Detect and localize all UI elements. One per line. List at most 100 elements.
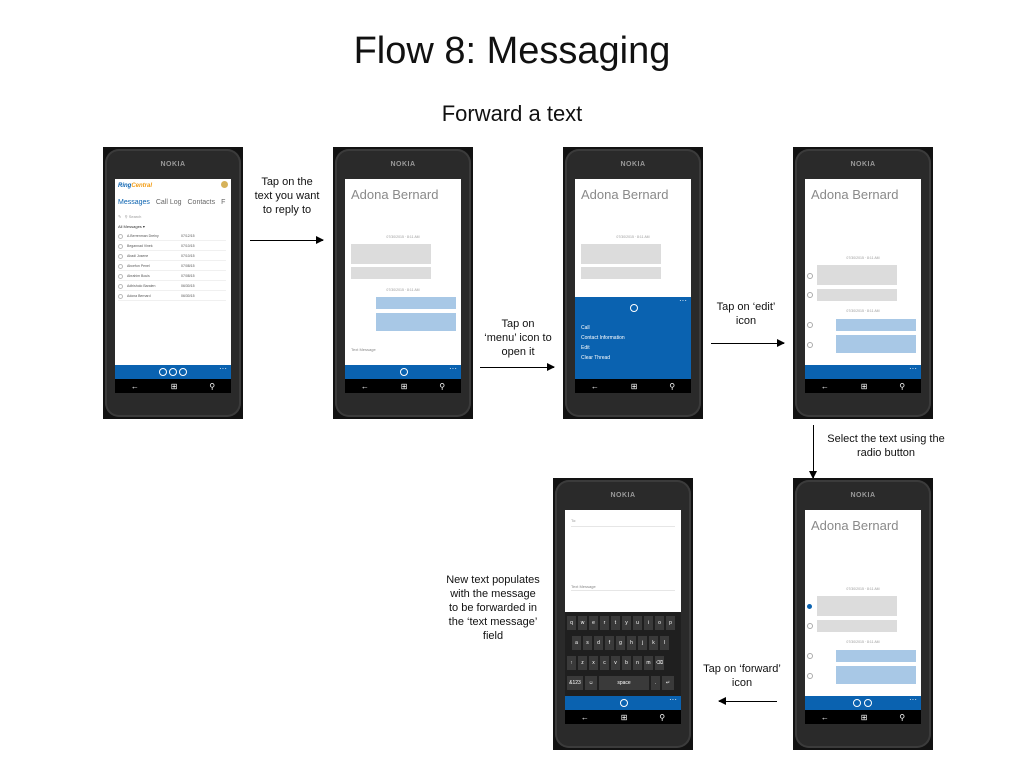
space-key[interactable]: space [599, 676, 649, 690]
key[interactable]: y [622, 616, 631, 630]
search-icon[interactable]: ⚲ [899, 712, 906, 722]
more-menu-icon[interactable]: ··· [449, 364, 457, 373]
period-key[interactable]: . [651, 676, 660, 690]
backspace-key[interactable]: ⌫ [655, 656, 664, 670]
received-message[interactable] [351, 267, 431, 279]
search-icon[interactable]: ⚲ [899, 381, 906, 391]
radio-button[interactable] [807, 292, 813, 298]
filter-dropdown[interactable]: All Messages ▾ [118, 224, 145, 229]
search-icon[interactable]: ⚲ [209, 381, 216, 391]
sent-message[interactable] [376, 313, 456, 331]
key[interactable]: l [660, 636, 669, 650]
tab-messages[interactable]: Messages [118, 199, 150, 206]
forward-icon[interactable] [853, 699, 861, 707]
more-menu-icon[interactable]: ··· [909, 695, 917, 704]
phone-icon[interactable] [169, 368, 177, 376]
windows-icon[interactable]: ⊞ [170, 381, 178, 391]
key[interactable]: u [633, 616, 642, 630]
text-message-field[interactable]: Text Message [571, 584, 596, 589]
tab-contacts[interactable]: Contacts [187, 199, 216, 206]
search-input[interactable]: ✎ ⚲ Search [118, 214, 142, 219]
enter-key[interactable]: ↵ [662, 676, 674, 690]
key[interactable]: t [611, 616, 620, 630]
key[interactable]: f [605, 636, 614, 650]
key[interactable]: w [578, 616, 587, 630]
text-message-field[interactable]: Text Message [351, 347, 376, 352]
windows-icon[interactable]: ⊞ [630, 381, 638, 391]
more-menu-icon[interactable]: ··· [219, 364, 227, 373]
windows-icon[interactable]: ⊞ [400, 381, 408, 391]
send-icon[interactable] [630, 304, 638, 312]
key[interactable]: q [567, 616, 576, 630]
menu-item-contact-info[interactable]: Contact Information [581, 335, 625, 341]
shift-key[interactable]: ↑ [567, 656, 576, 670]
sent-message[interactable] [376, 297, 456, 309]
delete-icon[interactable] [864, 699, 872, 707]
send-icon[interactable] [620, 699, 628, 707]
key[interactable]: m [644, 656, 653, 670]
key[interactable]: k [649, 636, 658, 650]
windows-icon[interactable]: ⊞ [860, 712, 868, 722]
key[interactable]: a [572, 636, 581, 650]
back-icon[interactable]: ← [820, 712, 829, 722]
more-menu-icon[interactable]: ··· [669, 695, 677, 704]
windows-icon[interactable]: ⊞ [860, 381, 868, 391]
more-menu-icon[interactable]: ··· [679, 296, 687, 305]
back-icon[interactable]: ← [580, 712, 589, 722]
radio-button[interactable] [807, 653, 813, 659]
key[interactable]: z [578, 656, 587, 670]
key[interactable]: d [594, 636, 603, 650]
send-icon[interactable] [400, 368, 408, 376]
radio-button[interactable] [807, 322, 813, 328]
key[interactable]: r [600, 616, 609, 630]
numbers-key[interactable]: &123 [567, 676, 583, 690]
key[interactable]: s [583, 636, 592, 650]
key[interactable]: v [611, 656, 620, 670]
avatar[interactable] [221, 181, 228, 188]
search-icon[interactable]: ⚲ [669, 381, 676, 391]
more-menu-icon[interactable]: ··· [909, 364, 917, 373]
received-message[interactable] [581, 244, 661, 264]
key[interactable]: i [644, 616, 653, 630]
menu-item-call[interactable]: Call [581, 325, 590, 331]
radio-button[interactable] [807, 342, 813, 348]
received-message[interactable] [351, 244, 431, 264]
received-message[interactable] [581, 267, 661, 279]
to-field[interactable]: To: [571, 518, 577, 523]
key[interactable]: o [655, 616, 664, 630]
back-icon[interactable]: ← [360, 381, 369, 391]
key[interactable]: e [589, 616, 598, 630]
key[interactable]: b [622, 656, 631, 670]
key[interactable]: x [589, 656, 598, 670]
emoji-key[interactable]: ☺ [585, 676, 597, 690]
radio-button[interactable] [807, 673, 813, 679]
search-icon[interactable]: ⚲ [439, 381, 446, 391]
key[interactable]: n [633, 656, 642, 670]
search-icon[interactable]: ⚲ [659, 712, 666, 722]
key[interactable]: p [666, 616, 675, 630]
compose-icon[interactable] [159, 368, 167, 376]
key[interactable]: h [627, 636, 636, 650]
key[interactable]: g [616, 636, 625, 650]
tab-call-log[interactable]: Call Log [155, 199, 182, 206]
tab-more[interactable]: F [221, 199, 226, 206]
back-icon[interactable]: ← [590, 381, 599, 391]
back-icon[interactable]: ← [820, 381, 829, 391]
radio-button[interactable] [807, 623, 813, 629]
menu-item-clear-thread[interactable]: Clear Thread [581, 355, 611, 361]
key[interactable]: j [638, 636, 647, 650]
radio-button[interactable] [807, 273, 813, 279]
people-icon[interactable] [179, 368, 187, 376]
key[interactable]: c [600, 656, 609, 670]
windows-icon[interactable]: ⊞ [620, 712, 628, 722]
menu-item-edit[interactable]: Edit [581, 345, 590, 351]
selected-radio-button[interactable] [807, 604, 812, 609]
back-icon[interactable]: ← [130, 381, 139, 391]
